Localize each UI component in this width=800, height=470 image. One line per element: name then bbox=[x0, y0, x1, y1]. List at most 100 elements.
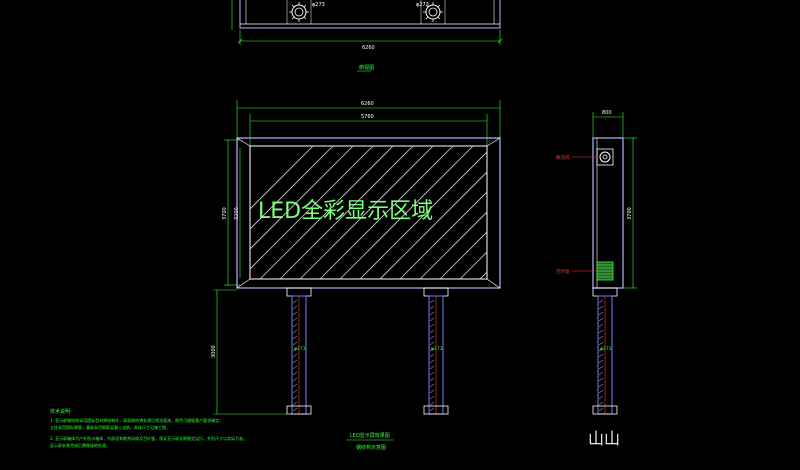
post-hatch-line bbox=[292, 395, 298, 400]
bolt-flange-right-icon bbox=[423, 2, 443, 22]
side-view: 800 3700 散热风 百叶窗 bbox=[556, 110, 637, 415]
frame-corner-tr bbox=[486, 137, 501, 147]
bolt-label-right: φ273 bbox=[416, 2, 429, 8]
side-width-dim: 800 bbox=[602, 110, 612, 116]
notes-heading: 技术说明: bbox=[50, 408, 72, 415]
hatch-line bbox=[419, 211, 487, 279]
hatch-line bbox=[259, 146, 394, 279]
notes-line-2: 立柱采用国标钢管，基础采用钢筋混凝土浇筑，具体尺寸见施工图； bbox=[50, 424, 170, 430]
label-fan: 散热风 bbox=[556, 154, 570, 161]
hatch-line bbox=[299, 146, 434, 279]
top-width-tick-left bbox=[237, 38, 243, 44]
front-inner-width-dim: 5760 bbox=[361, 114, 374, 120]
post-hatch-line bbox=[598, 341, 604, 346]
hatch-line bbox=[459, 251, 487, 279]
post-hatch-line bbox=[429, 317, 435, 322]
post-left-hatch bbox=[292, 299, 298, 412]
post-hatch-line bbox=[429, 359, 435, 364]
post-hatch-line bbox=[598, 335, 604, 340]
hatch-line bbox=[439, 231, 487, 279]
post-height-dim: 3000 bbox=[211, 345, 217, 358]
post-hatch-line bbox=[429, 353, 435, 358]
post-hatch-line bbox=[429, 311, 435, 316]
post-hatch-line bbox=[598, 395, 604, 400]
cooling-fan-icon bbox=[596, 148, 614, 166]
post-hatch-line bbox=[598, 365, 604, 370]
post-hatch-line bbox=[429, 365, 435, 370]
front-view: 6260 5760 3700 3200 LED全彩显示区域 φ273 bbox=[211, 100, 501, 415]
top-width-dim: 6260 bbox=[362, 45, 375, 51]
top-view-outline bbox=[239, 0, 501, 29]
post-hatch-line bbox=[598, 299, 604, 304]
frame-corner-tl bbox=[236, 137, 251, 147]
frame-corner-br bbox=[486, 278, 501, 289]
frame-corner-bl bbox=[236, 278, 251, 289]
post-hatch-line bbox=[429, 299, 435, 304]
post-hatch-line bbox=[429, 401, 435, 406]
post-hatch-line bbox=[429, 305, 435, 310]
post-hatch-line bbox=[429, 323, 435, 328]
notes-line-3: 2. 显示屏箱体为户外防水箱体，内部设有散热风扇及百叶窗，保证显示屏长期稳定运行… bbox=[50, 435, 247, 441]
post-hatch-line bbox=[292, 371, 298, 376]
post-hatch-line bbox=[292, 347, 298, 352]
top-view: φ273 φ273 6260 俯视图 bbox=[231, 0, 503, 72]
post-hatch-line bbox=[292, 359, 298, 364]
side-post-label: φ273 bbox=[600, 346, 612, 352]
post-hatch-line bbox=[429, 341, 435, 346]
post-hatch-line bbox=[429, 371, 435, 376]
bolt-flange-left-icon bbox=[289, 2, 309, 22]
post-label-right: φ273 bbox=[431, 346, 443, 352]
post-hatch-line bbox=[292, 317, 298, 322]
side-post-hatch bbox=[598, 299, 604, 412]
bolt-label-left: φ273 bbox=[312, 2, 325, 8]
technical-notes: 技术说明: 1. 显示屏钢结构采用国标型材焊接制作，表面做防锈处理后喷涂面漆，颜… bbox=[50, 408, 247, 448]
post-hatch-line bbox=[292, 335, 298, 340]
display-area-label: LED全彩显示区域 bbox=[258, 199, 433, 224]
post-hatch-line bbox=[598, 371, 604, 376]
post-hatch-line bbox=[598, 317, 604, 322]
post-hatch-line bbox=[598, 383, 604, 388]
hatch-line bbox=[250, 146, 334, 230]
post-hatch-line bbox=[292, 407, 298, 412]
front-outer-width-dim: 6260 bbox=[361, 101, 374, 107]
post-label-left: φ273 bbox=[294, 346, 306, 352]
post-hatch-line bbox=[598, 347, 604, 352]
hatch-line bbox=[379, 171, 487, 279]
post-hatch-line bbox=[429, 335, 435, 340]
post-hatch-line bbox=[292, 353, 298, 358]
post-hatch-line bbox=[598, 353, 604, 358]
post-hatch-line bbox=[598, 305, 604, 310]
post-hatch-line bbox=[292, 329, 298, 334]
post-hatch-line bbox=[292, 377, 298, 382]
front-post-left bbox=[286, 287, 312, 415]
post-hatch-line bbox=[292, 311, 298, 316]
post-hatch-line bbox=[598, 407, 604, 412]
top-width-tick-right bbox=[497, 38, 503, 44]
post-hatch-line bbox=[598, 311, 604, 316]
drawing-title: LED显示屏效果图 bbox=[350, 432, 390, 439]
post-hatch-line bbox=[429, 347, 435, 352]
side-post bbox=[592, 287, 618, 415]
post-hatch-line bbox=[598, 323, 604, 328]
post-hatch-line bbox=[292, 383, 298, 388]
post-hatch-line bbox=[292, 365, 298, 370]
post-hatch-line bbox=[292, 341, 298, 346]
top-view-caption: 俯视图 bbox=[359, 64, 374, 71]
drawing-subtitle: 钢结构示意图 bbox=[356, 444, 386, 451]
post-hatch-line bbox=[598, 377, 604, 382]
post-hatch-line bbox=[429, 395, 435, 400]
post-hatch-line bbox=[292, 401, 298, 406]
louver-vent-icon bbox=[596, 261, 614, 281]
post-hatch-line bbox=[429, 389, 435, 394]
post-hatch-line bbox=[429, 377, 435, 382]
hatch-line bbox=[339, 146, 474, 279]
post-hatch-line bbox=[598, 401, 604, 406]
post-hatch-line bbox=[292, 389, 298, 394]
screen-outer-frame bbox=[236, 137, 501, 289]
post-hatch-line bbox=[429, 407, 435, 412]
hatch-line bbox=[279, 146, 414, 279]
side-height-dim: 3700 bbox=[627, 207, 633, 220]
post-hatch-line bbox=[292, 305, 298, 310]
post-hatch-line bbox=[598, 389, 604, 394]
